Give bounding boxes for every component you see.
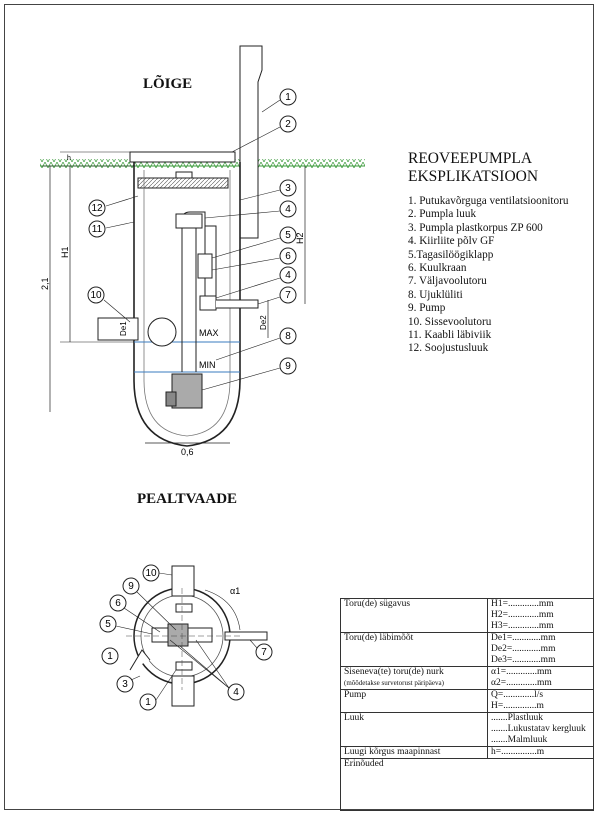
legend-item: 2. Pumpla luuk <box>408 208 477 221</box>
table-row: Toru(de) sügavus H1=.............mm H2=.… <box>340 598 594 633</box>
legend-item: 9. Pump <box>408 302 446 315</box>
callout-1: 1 <box>285 92 291 103</box>
legend-item: 10. Sissevoolutoru <box>408 315 492 328</box>
plan-callout-1a: 1 <box>107 651 113 662</box>
legend-item: 7. Väljavoolutoru <box>408 275 487 288</box>
plan-callout-6: 6 <box>115 598 121 609</box>
callout-3: 3 <box>285 183 291 194</box>
callout-4: 4 <box>285 204 291 215</box>
legend-item: 4. Kiirliite põlv GF <box>408 235 495 248</box>
table-label: Toru(de) sügavus <box>340 598 488 633</box>
plan-title: PEALTVAADE <box>137 491 238 507</box>
de1-label: De1 <box>119 321 128 336</box>
plan-callout-4: 4 <box>233 687 239 698</box>
legend-item: 3. Pumpla plastkorpus ZP 600 <box>408 221 543 234</box>
h1-label: H1 <box>60 246 70 258</box>
table-row: Pump Q=.............l/s H=..............… <box>340 689 594 713</box>
section-callouts: 1 2 3 4 5 6 4 7 8 9 10 11 12 <box>87 88 297 391</box>
pump <box>171 373 203 409</box>
callout-6: 6 <box>285 251 291 262</box>
table-label: Siseneva(te) toru(de) nurk (mõõdetakse s… <box>340 666 488 690</box>
section-title: LÕIGE <box>143 76 193 92</box>
plan-callout-5: 5 <box>105 619 111 630</box>
plan-view: α1 10 9 6 5 1 3 1 4 7 <box>99 564 273 711</box>
table-label: Toru(de) läbimõõt <box>340 632 488 667</box>
info-table: Toru(de) sügavus H1=.............mm H2=.… <box>340 598 594 811</box>
h2-label: H2 <box>295 232 305 244</box>
table-values: Q=.............l/s H=..............m <box>487 689 594 713</box>
table-values: H1=.............mm H2=.............mm H3… <box>487 598 594 633</box>
callout-10: 10 <box>90 290 102 301</box>
callout-8: 8 <box>285 331 291 342</box>
drawing-frame <box>4 4 594 810</box>
legend-item: 5.Tagasilöögiklapp <box>408 248 494 261</box>
check-valve <box>197 253 213 279</box>
table-row: Luuk .......Plastluuk .......Lukustatav … <box>340 712 594 747</box>
table-label: Luugi kõrgus maapinnast <box>340 746 488 759</box>
table-row: Siseneva(te) toru(de) nurk (mõõdetakse s… <box>340 666 594 690</box>
table-row: Erinõuded <box>340 758 594 811</box>
legend-heading-line2: EKSPLIKATSIOON <box>408 168 539 185</box>
plan-callout-3: 3 <box>122 679 128 690</box>
table-row: Toru(de) läbimõõt De1=............mm De2… <box>340 632 594 667</box>
callout-7: 7 <box>285 290 291 301</box>
table-values: De1=............mm De2=............mm De… <box>487 632 594 667</box>
total-height-label: 2,1 <box>40 277 50 290</box>
max-label: MAX <box>199 328 219 338</box>
legend-heading-line1: REOVEEPUMPLA <box>408 150 533 167</box>
table-label: Erinõuded <box>340 758 594 811</box>
tank-body <box>133 162 241 447</box>
callout-2: 2 <box>285 119 291 130</box>
plan-callout-7: 7 <box>261 647 267 658</box>
de2-label: De2 <box>259 315 268 330</box>
pressure-pipe <box>181 220 197 372</box>
callout-4b: 4 <box>285 270 291 281</box>
callout-5: 5 <box>285 230 291 241</box>
h-label: h <box>67 155 71 162</box>
ground-surface <box>40 159 365 168</box>
callout-12: 12 <box>91 203 103 214</box>
legend-item: 1. Putukavõrguga ventilatsioonitoru <box>408 195 569 207</box>
plan-callout-9: 9 <box>128 581 134 592</box>
legend-item: 6. Kuulkraan <box>408 262 467 275</box>
alpha-label: α1 <box>230 586 240 596</box>
callout-9: 9 <box>285 361 291 372</box>
inlet-pipe <box>97 317 139 341</box>
width-label: 0,6 <box>181 447 194 457</box>
legend-heading: REOVEEPUMPLA EKSPLIKATSIOON <box>408 150 538 186</box>
legend-item: 11. Kaabli läbiviik <box>408 329 492 342</box>
legend-item: 12. Soojustusluuk <box>408 342 489 355</box>
min-label: MIN <box>199 360 216 370</box>
table-label: Luuk <box>340 712 488 747</box>
table-values: h=...............m <box>487 746 594 759</box>
outlet-pipe <box>216 299 259 309</box>
plan-callout-1b: 1 <box>145 697 151 708</box>
callout-11: 11 <box>92 224 103 235</box>
insulation-hatch <box>137 177 229 189</box>
lid <box>129 151 236 163</box>
plan-callout-10: 10 <box>145 568 157 579</box>
table-values: α1=.............mm α2=.............mm <box>487 666 594 690</box>
table-label: Pump <box>340 689 488 713</box>
table-values: .......Plastluuk .......Lukustatav kergl… <box>487 712 594 747</box>
legend-item: 8. Ujuklüliti <box>408 288 463 301</box>
table-row: Luugi kõrgus maapinnast h=..............… <box>340 746 594 759</box>
legend-list: 1. Putukavõrguga ventilatsioonitoru 2. P… <box>408 195 568 356</box>
